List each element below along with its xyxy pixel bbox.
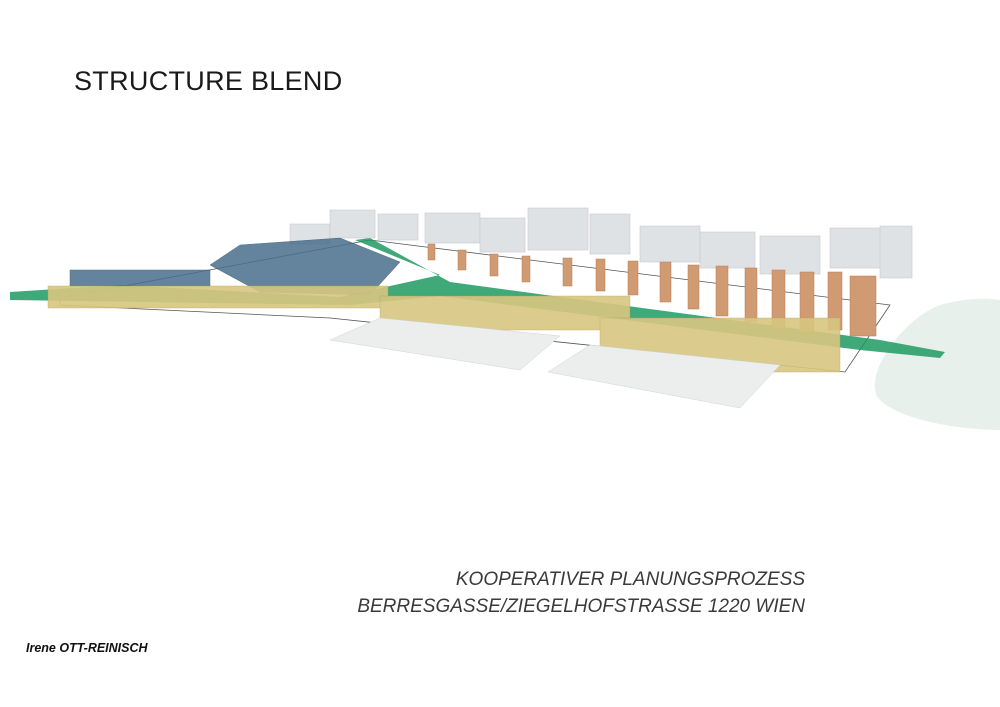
site-model-illustration <box>10 207 1000 430</box>
project-subtitle: KOOPERATIVER PLANUNGSPROZESS BERRESGASSE… <box>357 566 805 620</box>
landscape-blob <box>874 298 1000 430</box>
page-title: STRUCTURE BLEND <box>74 66 343 96</box>
existing-buildings <box>289 207 913 279</box>
subtitle-line-2: BERRESGASSE/ZIEGELHOFSTRASSE 1220 WIEN <box>357 596 805 617</box>
white-blocks <box>329 317 781 409</box>
blue-blocks <box>69 237 401 296</box>
author-name: Irene OTT-REINISCH <box>26 641 148 655</box>
orange-towers <box>427 243 877 337</box>
subtitle-line-1: KOOPERATIVER PLANUNGSPROZESS <box>455 569 805 590</box>
